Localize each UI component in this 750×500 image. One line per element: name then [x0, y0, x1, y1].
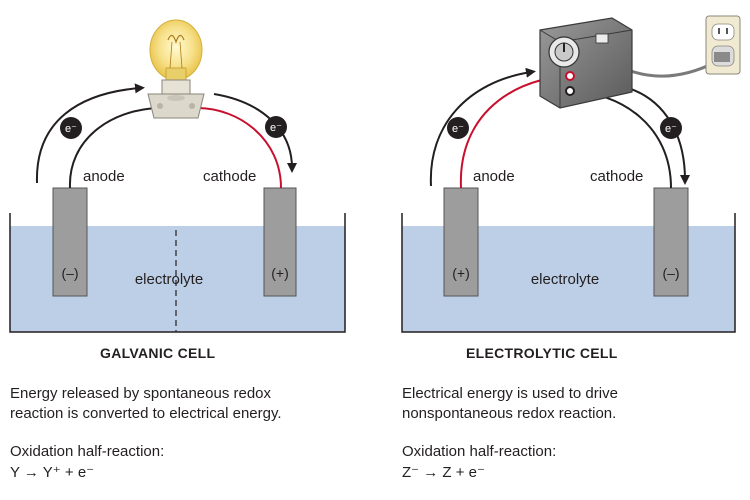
galvanic-electron-left-label: e⁻: [65, 123, 77, 135]
galvanic-electron-left-badge: [60, 117, 82, 139]
galvanic-beaker: [9, 213, 346, 333]
electrolytic-electron-left-label: e⁻: [452, 123, 464, 135]
power-supply-icon: [539, 17, 633, 109]
electrolytic-cathode-sign: (–): [662, 265, 679, 281]
electrolytic-electron-right-label: e⁻: [665, 123, 677, 135]
galvanic-description-line1: Energy released by spontaneous redox: [10, 385, 272, 402]
galvanic-title: GALVANIC CELL: [100, 345, 216, 361]
electrolytic-anode-sign: (+): [452, 265, 470, 281]
galvanic-cathode-sign: (+): [271, 265, 289, 281]
electrolytic-description-line1: Electrical energy is used to drive: [402, 385, 618, 402]
galvanic-description-line2: reaction is converted to electrical ener…: [10, 405, 282, 422]
electrolytic-cathode-label: cathode: [590, 168, 643, 185]
galvanic-electrolyte-label: electrolyte: [135, 271, 203, 288]
galvanic-electron-arrow-left: [35, 83, 145, 184]
electrolytic-description: Electrical energy is used to drive nonsp…: [402, 384, 737, 424]
galvanic-wire-left: [68, 107, 159, 189]
galvanic-anode-label: anode: [83, 168, 125, 185]
electrolytic-electron-left-badge: [447, 117, 469, 139]
galvanic-oxidation-heading: Oxidation half-reaction:: [10, 443, 165, 460]
galvanic-description: Energy released by spontaneous redox rea…: [10, 384, 345, 424]
galvanic-wire-right: [196, 107, 282, 189]
galvanic-cathode-label: cathode: [203, 168, 256, 185]
galvanic-electron-right-badge: [265, 116, 287, 138]
galvanic-anode-sign: (–): [61, 265, 78, 281]
electrolytic-electrolyte-label: electrolyte: [531, 271, 599, 288]
galvanic-cathode-electrode: [263, 187, 297, 297]
electrolytic-oxidation-heading: Oxidation half-reaction:: [402, 443, 557, 460]
electrolytic-anode-label: anode: [473, 168, 515, 185]
wall-outlet-icon: [705, 15, 741, 75]
power-cord: [627, 60, 717, 78]
galvanic-cell: e⁻ e⁻ anode cathode (–) (+) electrolyte: [9, 19, 346, 333]
light-bulb-icon: [147, 19, 205, 119]
electrolytic-cell: e⁻ e⁻ anode cathode (+) (–) electro: [401, 15, 741, 333]
electrolytic-title: ELECTROLYTIC CELL: [466, 345, 618, 361]
electrolytic-electron-arrow-left: [429, 67, 536, 187]
electrolytic-oxidation-equation: Z⁻ → Z + e⁻: [402, 464, 485, 481]
galvanic-electron-right-label: e⁻: [270, 122, 282, 134]
galvanic-oxidation-equation: Y → Y⁺ + e⁻: [10, 464, 95, 481]
electrolytic-beaker: [401, 213, 736, 333]
electrolytic-description-line2: nonspontaneous redox reaction.: [402, 405, 617, 422]
electrolytic-electron-right-badge: [660, 117, 682, 139]
galvanic-anode-electrode: [52, 187, 88, 297]
